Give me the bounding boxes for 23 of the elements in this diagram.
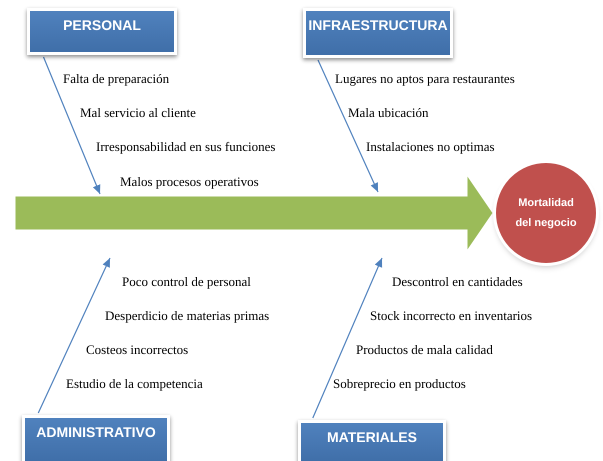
cause-text: Costeos incorrectos [86, 341, 188, 359]
cause-text: Poco control de personal [122, 273, 251, 291]
arrow [42, 56, 101, 194]
arrow [312, 258, 383, 418]
category-box: INFRAESTRUCTURA [303, 8, 453, 58]
cause-text: Mal servicio al cliente [80, 104, 196, 122]
cause-text: Descontrol en cantidades [392, 273, 523, 291]
category-box: MATERIALES [298, 420, 446, 461]
cause-text: Instalaciones no optimas [366, 138, 495, 156]
cause-text: Productos de mala calidad [356, 341, 493, 359]
category-box: PERSONAL [27, 8, 177, 55]
cause-text: Mala ubicación [348, 104, 428, 122]
cause-text: Sobreprecio en productos [333, 375, 466, 393]
cause-text: Estudio de la competencia [66, 375, 203, 393]
arrow [317, 60, 379, 192]
cause-text: Malos procesos operativos [120, 173, 259, 191]
cause-text: Irresponsabilidad en sus funciones [96, 138, 276, 156]
category-box: ADMINISTRATIVO [22, 415, 170, 461]
cause-text: Stock incorrecto en inventarios [370, 307, 532, 325]
cause-text: Lugares no aptos para restaurantes [335, 70, 515, 88]
cause-text: Desperdicio de materias primas [105, 307, 270, 325]
cause-text: Falta de preparación [63, 70, 170, 88]
arrow [38, 258, 111, 414]
